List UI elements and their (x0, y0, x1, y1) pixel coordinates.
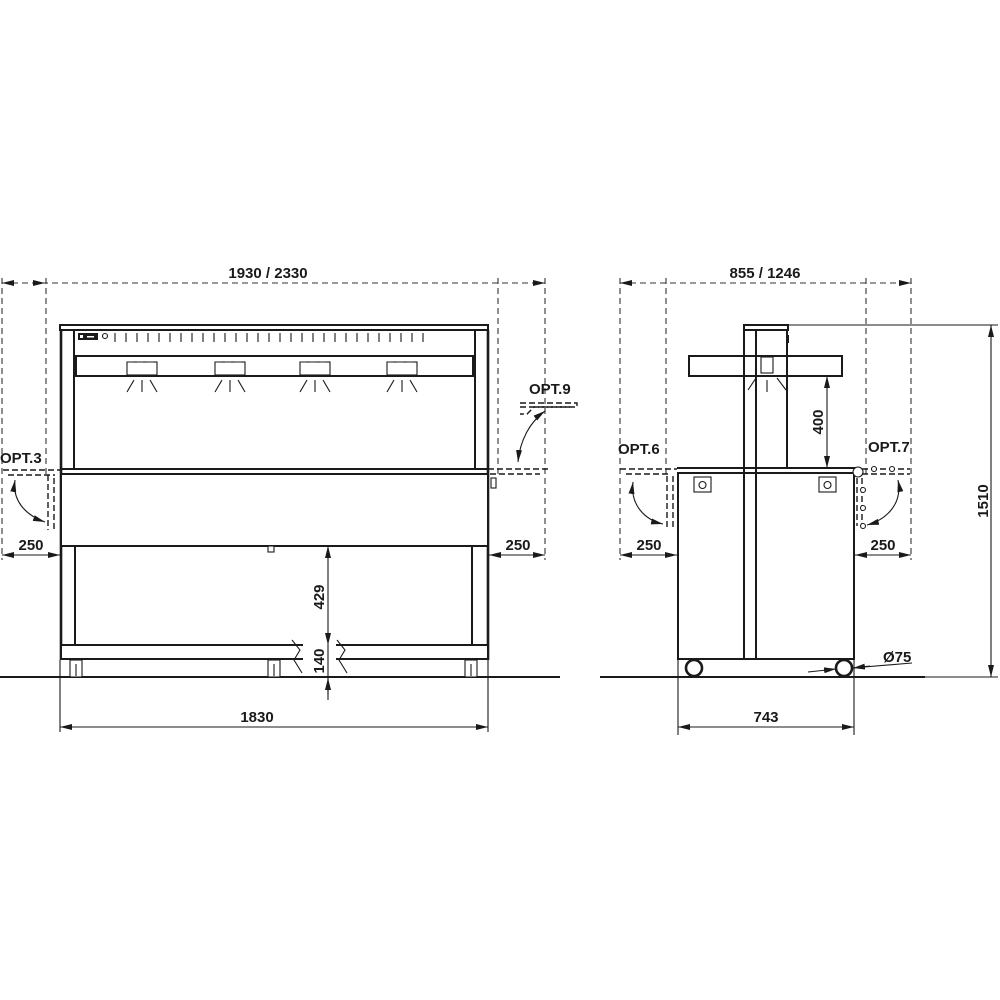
right-shelf-opt9: OPT.9 (488, 381, 578, 489)
right-shelf-width-dimension: 250 (489, 537, 545, 558)
svg-text:1830: 1830 (240, 709, 273, 726)
adjustable-feet (69, 659, 478, 678)
heat-lamp-icon (126, 361, 158, 393)
front-view: 1930 / 2330 (0, 265, 578, 732)
canopy-clearance-dimension: 400 (810, 376, 830, 468)
opt6-label: OPT.6 (618, 441, 660, 458)
bottom-rail (60, 644, 489, 660)
control-panel (78, 332, 109, 340)
front-overall-width-dimension: 1930 / 2330 (1, 265, 546, 560)
heat-lamp-icon (214, 361, 246, 393)
opt3-label: OPT.3 (0, 450, 42, 467)
base-width-dimension: 1830 (59, 660, 489, 732)
side-left-shelf-width-dimension: 250 (620, 537, 677, 558)
power-knob-icon (101, 332, 109, 340)
opt7-label: OPT.7 (868, 439, 910, 456)
heat-lamps (126, 361, 418, 393)
lower-shelf-height-dimension: 429 (311, 546, 331, 645)
side-heat-lamp-icon (747, 356, 787, 392)
opt9-label: OPT.9 (529, 381, 571, 398)
caster-wheels (684, 658, 854, 678)
base-depth-dimension: 743 (677, 660, 855, 735)
left-shelf-opt3: OPT.3 (0, 450, 60, 530)
svg-text:429: 429 (311, 584, 328, 609)
svg-text:250: 250 (505, 537, 530, 554)
svg-text:250: 250 (870, 537, 895, 554)
canopy-column (743, 324, 789, 331)
svg-text:1510: 1510 (975, 484, 992, 517)
right-shelf-opt7: OPT.7 (852, 439, 910, 530)
caster-icon (684, 658, 704, 678)
caster-diameter-dimension: Ø75 (807, 649, 913, 674)
svg-text:250: 250 (636, 537, 661, 554)
vent-slots (114, 333, 424, 342)
lamp-bar (75, 355, 474, 377)
side-view: 855 / 1246 400 (600, 265, 998, 735)
front-panel (60, 473, 489, 547)
svg-text:Ø75: Ø75 (883, 649, 911, 666)
canopy-top (59, 324, 489, 331)
front-overall-width-label: 1930 / 2330 (228, 265, 307, 282)
svg-text:400: 400 (810, 409, 827, 434)
side-overall-depth-label: 855 / 1246 (730, 265, 801, 282)
svg-text:140: 140 (311, 648, 328, 673)
drain-tap-icon (267, 545, 275, 553)
overall-height-dimension: 1510 (788, 324, 998, 678)
heat-lamp-icon (299, 361, 331, 393)
left-shelf-width-dimension: 250 (2, 537, 60, 558)
handle-icons (693, 476, 837, 493)
left-shelf-opt6: OPT.6 (618, 441, 677, 530)
caster-icon (834, 658, 854, 678)
svg-text:743: 743 (753, 709, 778, 726)
foot-height-dimension: 140 (311, 645, 331, 700)
side-right-shelf-width-dimension: 250 (855, 537, 911, 558)
svg-text:250: 250 (18, 537, 43, 554)
heat-lamp-icon (386, 361, 418, 393)
side-cabinet (677, 472, 855, 660)
side-overall-depth-dimension: 855 / 1246 (619, 265, 912, 560)
